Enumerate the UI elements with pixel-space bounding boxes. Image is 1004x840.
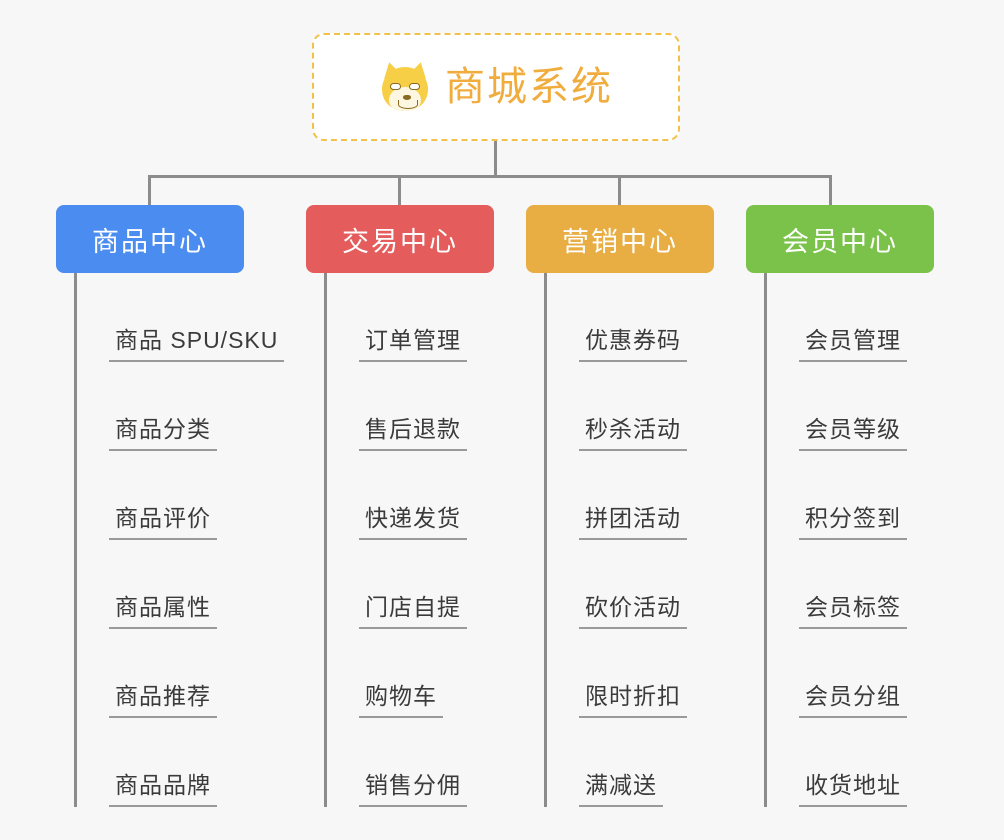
list-item-label: 满减送: [579, 772, 663, 807]
list-item[interactable]: 会员管理: [767, 273, 934, 362]
list-item-label: 商品推荐: [109, 683, 217, 718]
list-item-label: 售后退款: [359, 416, 467, 451]
list-item-label: 秒杀活动: [579, 416, 687, 451]
list-item[interactable]: 门店自提: [327, 540, 494, 629]
root-title: 商城系统: [445, 65, 613, 109]
list-item-label: 商品品牌: [109, 772, 217, 807]
list-item-label: 商品分类: [109, 416, 217, 451]
list-item-label: 订单管理: [359, 327, 467, 362]
list-item[interactable]: 商品 SPU/SKU: [77, 273, 285, 362]
list-item-label: 积分签到: [799, 505, 907, 540]
list-item[interactable]: 商品属性: [77, 540, 244, 629]
branch-trade-center: 交易中心 订单管理 售后退款 快递发货 门店自提 购物车 销售分佣: [306, 205, 494, 807]
list-item[interactable]: 购物车: [327, 629, 494, 718]
branch-marketing-center: 营销中心 优惠券码 秒杀活动 拼团活动 砍价活动 限时折扣 满减送: [526, 205, 714, 807]
category-label: 商品中心: [92, 226, 208, 257]
list-item[interactable]: 优惠券码: [547, 273, 714, 362]
list-item[interactable]: 会员等级: [767, 362, 934, 451]
connector-drop-2: [398, 175, 401, 207]
category-header-product-center[interactable]: 商品中心: [56, 205, 244, 273]
branch-product-center: 商品中心 商品 SPU/SKU 商品分类 商品评价 商品属性 商品推荐 商品品牌: [56, 205, 285, 807]
list-item-label: 商品属性: [109, 594, 217, 629]
list-item-label: 购物车: [359, 683, 443, 718]
category-label: 营销中心: [562, 226, 678, 257]
list-item[interactable]: 售后退款: [327, 362, 494, 451]
list-item-label: 会员分组: [799, 683, 907, 718]
list-item[interactable]: 满减送: [547, 718, 714, 807]
list-item-label: 限时折扣: [579, 683, 687, 718]
leaf-list-product-center: 商品 SPU/SKU 商品分类 商品评价 商品属性 商品推荐 商品品牌: [74, 273, 285, 807]
list-item[interactable]: 快递发货: [327, 451, 494, 540]
list-item-label: 商品 SPU/SKU: [109, 327, 285, 362]
category-header-member-center[interactable]: 会员中心: [746, 205, 934, 273]
list-item[interactable]: 商品分类: [77, 362, 244, 451]
connector-drop-4: [829, 175, 832, 207]
category-header-marketing-center[interactable]: 营销中心: [526, 205, 714, 273]
list-item-label: 会员管理: [799, 327, 907, 362]
list-item[interactable]: 收货地址: [767, 718, 934, 807]
root-node[interactable]: 商城系统: [312, 33, 680, 141]
list-item[interactable]: 订单管理: [327, 273, 494, 362]
leaf-list-member-center: 会员管理 会员等级 积分签到 会员标签 会员分组 收货地址: [764, 273, 934, 807]
list-item-label: 砍价活动: [579, 594, 687, 629]
list-item[interactable]: 会员标签: [767, 540, 934, 629]
list-item[interactable]: 砍价活动: [547, 540, 714, 629]
leaf-list-marketing-center: 优惠券码 秒杀活动 拼团活动 砍价活动 限时折扣 满减送: [544, 273, 714, 807]
branch-member-center: 会员中心 会员管理 会员等级 积分签到 会员标签 会员分组 收货地址: [746, 205, 934, 807]
list-item[interactable]: 积分签到: [767, 451, 934, 540]
connector-horizontal-bus: [148, 175, 832, 178]
category-label: 会员中心: [782, 226, 898, 257]
list-item[interactable]: 商品评价: [77, 451, 244, 540]
list-item-label: 快递发货: [359, 505, 467, 540]
list-item[interactable]: 拼团活动: [547, 451, 714, 540]
leaf-list-trade-center: 订单管理 售后退款 快递发货 门店自提 购物车 销售分佣: [324, 273, 494, 807]
list-item-label: 收货地址: [799, 772, 907, 807]
list-item-label: 会员标签: [799, 594, 907, 629]
category-label: 交易中心: [342, 226, 458, 257]
list-item[interactable]: 秒杀活动: [547, 362, 714, 451]
list-item[interactable]: 商品品牌: [77, 718, 244, 807]
list-item[interactable]: 商品推荐: [77, 629, 244, 718]
list-item[interactable]: 销售分佣: [327, 718, 494, 807]
list-item-label: 会员等级: [799, 416, 907, 451]
connector-drop-1: [148, 175, 151, 207]
list-item-label: 优惠券码: [579, 327, 687, 362]
list-item-label: 销售分佣: [359, 772, 467, 807]
connector-drop-3: [618, 175, 621, 207]
list-item[interactable]: 限时折扣: [547, 629, 714, 718]
list-item[interactable]: 会员分组: [767, 629, 934, 718]
list-item-label: 门店自提: [359, 594, 467, 629]
shiba-dog-icon: [379, 60, 431, 113]
list-item-label: 商品评价: [109, 505, 217, 540]
category-header-trade-center[interactable]: 交易中心: [306, 205, 494, 273]
connector-root-stem: [494, 141, 497, 177]
list-item-label: 拼团活动: [579, 505, 687, 540]
